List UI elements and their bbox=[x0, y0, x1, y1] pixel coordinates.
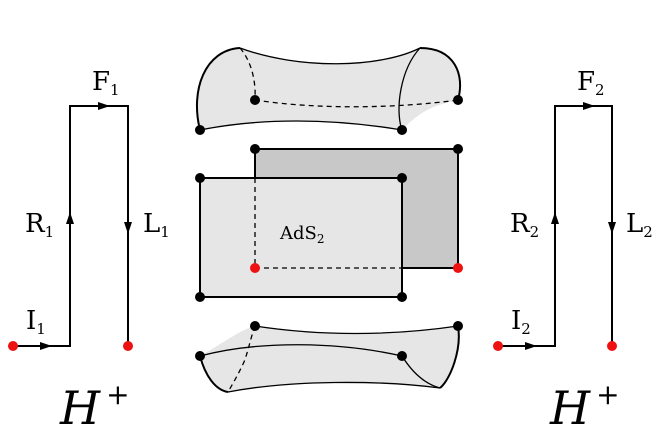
top-surface bbox=[195, 47, 463, 135]
ads-vertex-back-br bbox=[453, 263, 463, 273]
ads-vertex-back-tl bbox=[250, 144, 260, 154]
ads-front-slab bbox=[199, 177, 403, 298]
ads-slabs: AdS2 bbox=[195, 144, 463, 302]
top-vertex-back-right bbox=[453, 95, 463, 105]
label-horizon-right: H+ bbox=[549, 378, 620, 435]
ads-vertex-front-bl bbox=[195, 292, 205, 302]
ads-vertex-back-tr bbox=[453, 144, 463, 154]
label-f1: F1 bbox=[92, 67, 120, 99]
left-end-point bbox=[123, 341, 133, 351]
bottom-surface-front-top-edge bbox=[199, 344, 403, 357]
bottom-vertex-back-right bbox=[453, 321, 463, 331]
ads-vertex-front-tl bbox=[195, 173, 205, 183]
label-i2: I2 bbox=[511, 306, 531, 338]
bottom-vertex-front-right bbox=[397, 351, 407, 361]
bottom-surface-fill bbox=[200, 326, 459, 388]
label-l2: L2 bbox=[626, 209, 653, 241]
bottom-surface-right-curve bbox=[439, 325, 460, 389]
top-surface-front-left bbox=[195, 47, 241, 131]
left-start-point bbox=[8, 341, 18, 351]
top-vertex-front-left bbox=[195, 125, 205, 135]
ads-vertex-front-tr bbox=[397, 173, 407, 183]
right-path: I2 R2 F2 L2 H+ bbox=[493, 67, 653, 435]
right-start-point bbox=[493, 341, 503, 351]
label-i1: I1 bbox=[26, 306, 46, 338]
ads-vertex-back-bl bbox=[250, 263, 260, 273]
bottom-vertex-front-left bbox=[195, 351, 205, 361]
top-vertex-back-left bbox=[250, 95, 260, 105]
label-f2: F2 bbox=[577, 67, 605, 99]
bottom-surface-top-edge bbox=[254, 325, 459, 335]
top-vertex-front-right bbox=[397, 125, 407, 135]
bottom-vertex-back-left bbox=[250, 321, 260, 331]
bottom-surface bbox=[195, 321, 463, 393]
label-horizon-left: H+ bbox=[59, 378, 130, 435]
bottom-surface-fill-lower bbox=[200, 344, 440, 392]
top-surface-back-right bbox=[419, 47, 462, 101]
top-surface-hidden-back bbox=[254, 99, 459, 108]
top-surface-front-right-curve bbox=[398, 47, 421, 131]
label-l1: L1 bbox=[143, 209, 170, 241]
right-end-point bbox=[607, 341, 617, 351]
top-surface-hidden-left bbox=[239, 47, 256, 101]
ads-vertex-front-br bbox=[397, 292, 407, 302]
label-r1: R1 bbox=[25, 209, 54, 241]
left-path: I1 R1 F1 L1 H+ bbox=[8, 67, 170, 435]
label-r2: R2 bbox=[510, 209, 539, 241]
top-surface-top-edge bbox=[239, 47, 421, 65]
top-surface-fill bbox=[196, 48, 461, 130]
bottom-surface-hidden-left bbox=[227, 325, 256, 393]
bottom-surface-bottom-edge bbox=[227, 381, 441, 393]
top-surface-bottom-edge bbox=[199, 120, 403, 131]
label-ads2: AdS2 bbox=[279, 223, 325, 246]
